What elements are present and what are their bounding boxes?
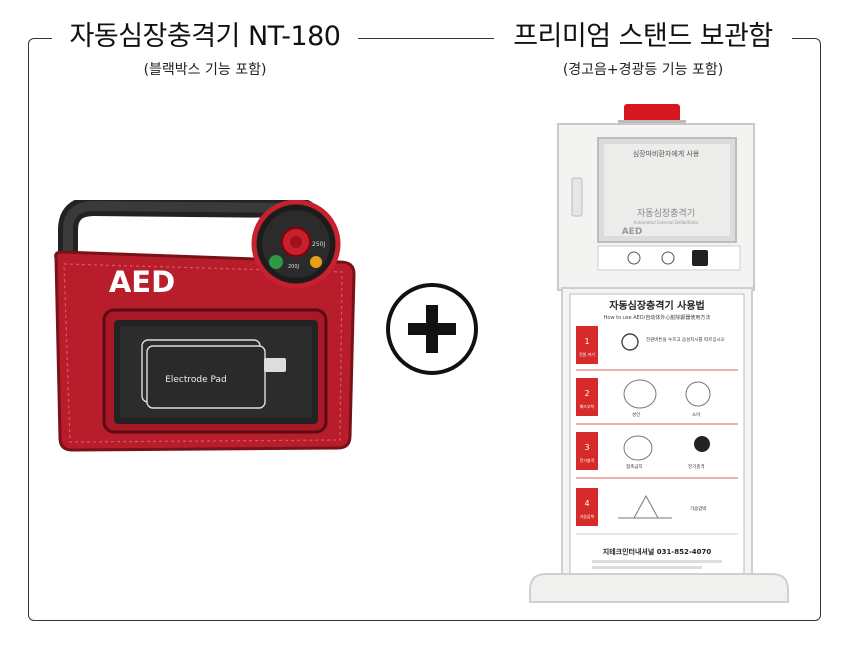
window-aed-label: AED (622, 227, 643, 237)
step-2-number: 2 (584, 389, 589, 398)
guide-title: 자동심장충격기 사용법 (609, 299, 704, 312)
left-product-subtitle: (블랙박스 기능 포함) (143, 62, 267, 78)
step-3-no-touch: 접촉금지 (626, 463, 643, 470)
step-2-label: 패드부착 (580, 403, 595, 409)
knob-label-250j: 250J (312, 241, 325, 248)
step-1-text: 전원버튼을 누르고 음성지시를 따르십시오 (646, 336, 725, 343)
left-product-title: 자동심장충격기 NT-180 (69, 21, 341, 52)
plus-icon (384, 281, 480, 377)
step-3-label: 전기충격 (580, 457, 595, 463)
guide-footer-company: 지테크인터내셔널 031-852-4070 (603, 547, 712, 556)
step-4-text: 가슴압박 (690, 505, 707, 512)
window-header: 심장마비환자에게 사용 (633, 149, 700, 158)
aed-device-illustration: Electrode Pad AED 250J 200J (54, 196, 356, 452)
window-device-title: 자동심장충격기 (637, 207, 695, 219)
knob-label-200j: 200J (288, 264, 299, 270)
step-4-number: 4 (584, 499, 589, 508)
step-3-number: 3 (584, 443, 589, 452)
left-product-heading: 자동심장충격기 NT-180 (블랙박스 기능 포함) (52, 22, 358, 79)
step-1-label: 전원 켜기 (579, 351, 595, 357)
pad-label: Electrode Pad (165, 375, 227, 385)
window-device-sub: Automated External Defibrillator (633, 220, 698, 225)
stand-cabinet-image: 심장마비환자에게 사용 자동심장충격기 Automated External D… (522, 98, 797, 608)
stand-cabinet-illustration: 심장마비환자에게 사용 자동심장충격기 Automated External D… (529, 104, 789, 603)
aed-device-image: Electrode Pad AED 250J 200J (50, 196, 360, 460)
right-product-heading: 프리미엄 스탠드 보관함 (경고음+경광등 기능 포함) (494, 22, 792, 79)
right-product-title: 프리미엄 스탠드 보관함 (513, 21, 773, 52)
aed-brand-label: AED (109, 265, 175, 299)
step-2-adult: 성인 (632, 411, 640, 418)
step-1-number: 1 (584, 337, 589, 346)
product-frame (28, 38, 821, 621)
guide-subtitle: How to use AED/自动体外心脏除颤器使用方法 (604, 314, 711, 321)
step-3-shock: 전기충격 (688, 463, 705, 470)
right-product-subtitle: (경고음+경광등 기능 포함) (562, 62, 724, 78)
step-2-child: 소아 (692, 411, 701, 418)
step-4-label: 가슴압박 (580, 513, 595, 519)
